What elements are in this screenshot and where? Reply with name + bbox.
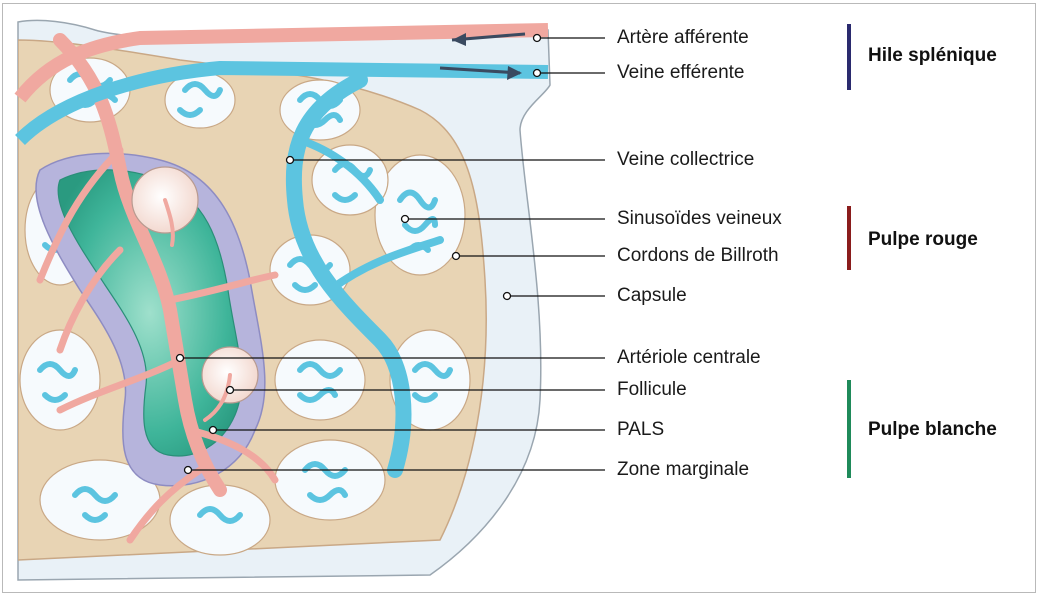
label-artere-afferente: Artère afférente [617, 27, 749, 49]
label-follicule: Follicule [617, 379, 687, 401]
lobule [275, 440, 385, 520]
label-sinusoides-veineux: Sinusoïdes veineux [617, 208, 782, 230]
hile-bracket [847, 24, 851, 90]
spleen-organ [18, 20, 550, 580]
label-veine-collectrice: Veine collectrice [617, 149, 754, 171]
pulpe-blanche-bracket [847, 380, 851, 478]
label-cordons-billroth: Cordons de Billroth [617, 245, 779, 267]
lobule [312, 145, 388, 215]
label-zone-marginale: Zone marginale [617, 459, 749, 481]
group-pulpe-rouge: Pulpe rouge [868, 229, 978, 251]
pulpe-rouge-bracket [847, 206, 851, 270]
label-veine-efferente: Veine efférente [617, 62, 744, 84]
label-pals: PALS [617, 419, 664, 441]
label-capsule: Capsule [617, 285, 687, 307]
lobule [275, 340, 365, 420]
group-hile-splenique: Hile splénique [868, 45, 997, 67]
group-pulpe-blanche: Pulpe blanche [868, 419, 997, 441]
label-arteriole-centrale: Artériole centrale [617, 347, 761, 369]
